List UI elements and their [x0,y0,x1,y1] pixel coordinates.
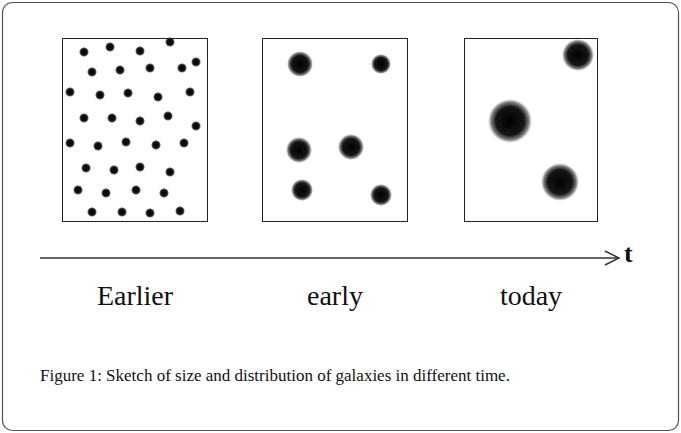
galaxy [87,207,97,217]
galaxy [117,207,127,217]
galaxy [87,67,97,77]
galaxy [135,162,145,172]
galaxy [163,111,173,121]
galaxy [101,188,111,198]
galaxy [123,88,133,98]
time-arrowhead [605,251,619,265]
galaxy [175,206,185,216]
galaxy [185,87,195,97]
galaxy [291,179,313,201]
galaxy [177,63,187,73]
epoch-label: Earlier [97,281,173,312]
galaxy [65,87,75,97]
figure-frame [3,3,679,431]
galaxy [179,138,189,148]
galaxy [131,185,141,195]
galaxy [165,167,175,177]
galaxy [159,188,169,198]
time-panel: today [464,38,598,222]
time-panel: Earlier [62,38,208,222]
galaxy [286,137,312,163]
time-axis [40,257,618,259]
galaxy [105,42,115,52]
galaxy [109,165,119,175]
galaxy [81,163,91,173]
time-panel: early [262,38,408,222]
galaxy [95,90,105,100]
epoch-label: today [500,281,562,312]
galaxy [562,39,594,71]
galaxy [151,140,161,150]
galaxy [115,65,125,75]
galaxy [79,113,89,123]
galaxy [145,208,155,218]
galaxy [287,51,313,77]
galaxy [191,57,201,67]
galaxy [65,138,75,148]
epoch-label: early [307,281,363,312]
galaxy [145,63,155,73]
galaxy [371,54,391,74]
galaxies [65,37,594,218]
galaxy [79,47,89,57]
galaxy [338,134,364,160]
galaxy [93,141,103,151]
galaxy [191,121,201,131]
galaxy [153,92,163,102]
time-label: t [624,240,633,269]
galaxy [541,163,579,201]
galaxy [488,99,532,143]
galaxy [370,184,392,206]
galaxy [135,46,145,56]
galaxy [73,185,83,195]
galaxy [121,137,131,147]
galaxy [107,113,117,123]
figure-caption: Figure 1: Sketch of size and distributio… [40,366,510,386]
galaxy [135,116,145,126]
